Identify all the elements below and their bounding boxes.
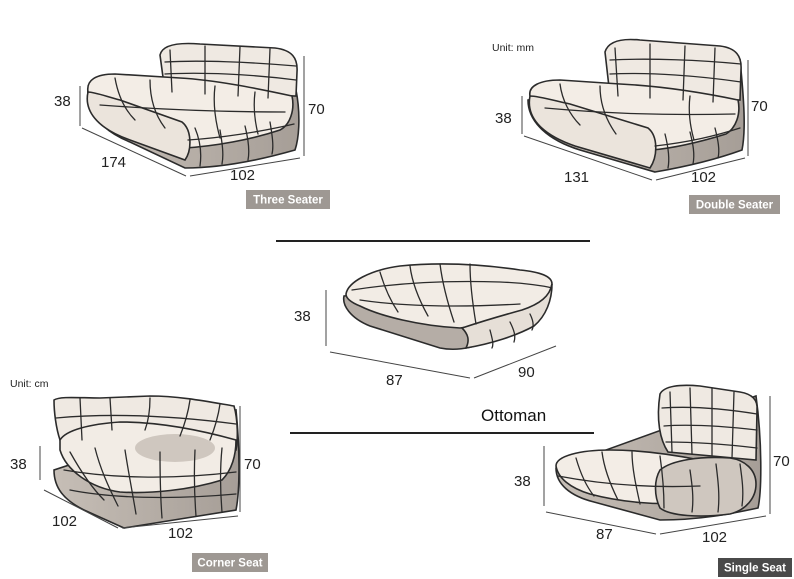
corner-seat-label-badge: Corner Seat [192, 553, 268, 572]
ottoman-figure: 38 87 90 Ottoman [294, 263, 557, 425]
single-seat-width: 87 [596, 526, 613, 543]
ottoman-dimension-lines [325, 290, 557, 379]
single-seat-label-badge: Single Seat [718, 558, 792, 577]
single-seat-dimension-lines [543, 396, 771, 535]
ottoman-width: 87 [386, 372, 403, 389]
double-seater-dimension-lines [521, 60, 749, 181]
corner-seat-width-right: 102 [168, 525, 193, 542]
corner-seat-height: 70 [244, 456, 261, 473]
three-seater-depth: 102 [230, 167, 255, 184]
double-seater-label-badge: Double Seater [689, 195, 780, 214]
ottoman-label: Ottoman [481, 406, 546, 425]
corner-seat-dimension-lines [39, 406, 241, 529]
single-seat-illustration [555, 384, 762, 521]
three-seater-label-badge: Three Seater [246, 190, 330, 209]
single-seat-figure: 38 70 87 102 Single Seat [514, 384, 792, 577]
double-seater-figure: Unit: mm 38 70 131 102 Double Seater [492, 38, 780, 214]
single-seat-depth: 102 [702, 529, 727, 546]
three-seater-sofa-illustration [86, 42, 300, 169]
three-seater-seat-height: 38 [54, 93, 71, 110]
single-seat-height: 70 [773, 453, 790, 470]
double-seater-width: 131 [564, 169, 589, 186]
corner-seat-seat-height: 38 [10, 456, 27, 473]
corner-seat-figure: Unit: cm 38 70 102 102 Corner Seat [10, 378, 268, 572]
ottoman-depth: 90 [518, 364, 535, 381]
three-seater-label: Three Seater [253, 195, 323, 207]
single-seat-label: Single Seat [724, 563, 786, 575]
double-seater-height: 70 [751, 98, 768, 115]
double-seater-seat-height: 38 [495, 110, 512, 127]
single-seat-seat-height: 38 [514, 473, 531, 490]
corner-seat-label: Corner Seat [197, 558, 262, 570]
three-seater-dimension-lines [79, 56, 305, 177]
three-seater-width: 174 [101, 154, 126, 171]
three-seater-figure: 38 70 174 102 Three Seater [54, 42, 330, 209]
unit-cm-label: Unit: cm [10, 378, 49, 390]
double-seater-sofa-illustration [527, 38, 745, 173]
corner-seat-illustration [53, 395, 240, 529]
double-seater-depth: 102 [691, 169, 716, 186]
double-seater-label: Double Seater [696, 200, 774, 212]
three-seater-height: 70 [308, 101, 325, 118]
corner-seat-width-left: 102 [52, 513, 77, 530]
ottoman-illustration [342, 263, 553, 351]
unit-mm-label: Unit: mm [492, 42, 534, 54]
ottoman-height: 38 [294, 308, 311, 325]
